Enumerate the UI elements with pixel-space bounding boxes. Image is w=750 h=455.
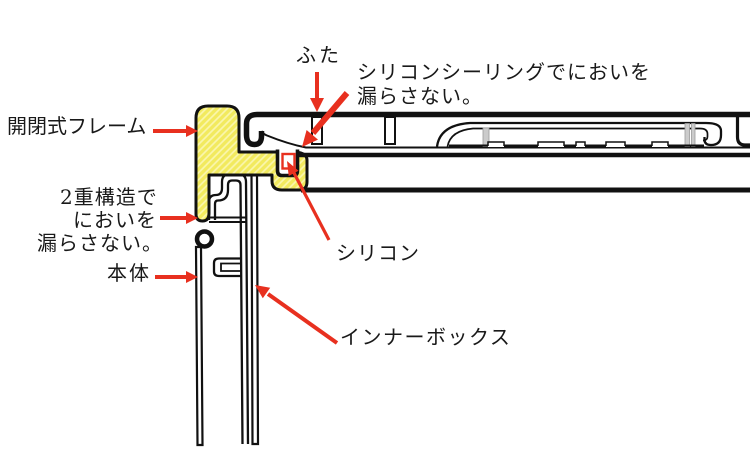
label-double-structure-line2: においを [73, 208, 157, 232]
label-double-structure-line1: 2重構造で [60, 185, 158, 209]
label-silicone-sealing-line1: シリコンシーリングでにおいを [357, 60, 651, 84]
hinge-pin [194, 229, 215, 249]
body-inner-structure [194, 172, 260, 447]
label-lid: ふた [296, 43, 342, 67]
label-inner-box: インナーボックス [340, 325, 512, 349]
silicone-sealing-arrow [302, 91, 350, 147]
label-double-structure-line3: 漏らさない。 [37, 231, 163, 255]
rim-flanges [297, 152, 750, 193]
lid-arrow [310, 72, 324, 112]
lid-rib [384, 116, 396, 145]
inner-box-arrow [255, 285, 339, 345]
inner-box-wall [250, 172, 260, 446]
annotation-arrows [153, 72, 350, 345]
body-arrow [155, 271, 198, 283]
silicone-seal [281, 152, 296, 170]
tray-tabs [487, 141, 669, 147]
label-body: 本体 [107, 261, 151, 285]
label-frame: 開閉式フレーム [7, 114, 147, 138]
frame-arrow [153, 125, 198, 137]
label-silicone: シリコン [336, 241, 420, 265]
lid-cross-section [243, 111, 750, 149]
double-structure-arrow [160, 212, 198, 224]
label-silicone-sealing-line2: 漏らさない。 [357, 84, 483, 108]
